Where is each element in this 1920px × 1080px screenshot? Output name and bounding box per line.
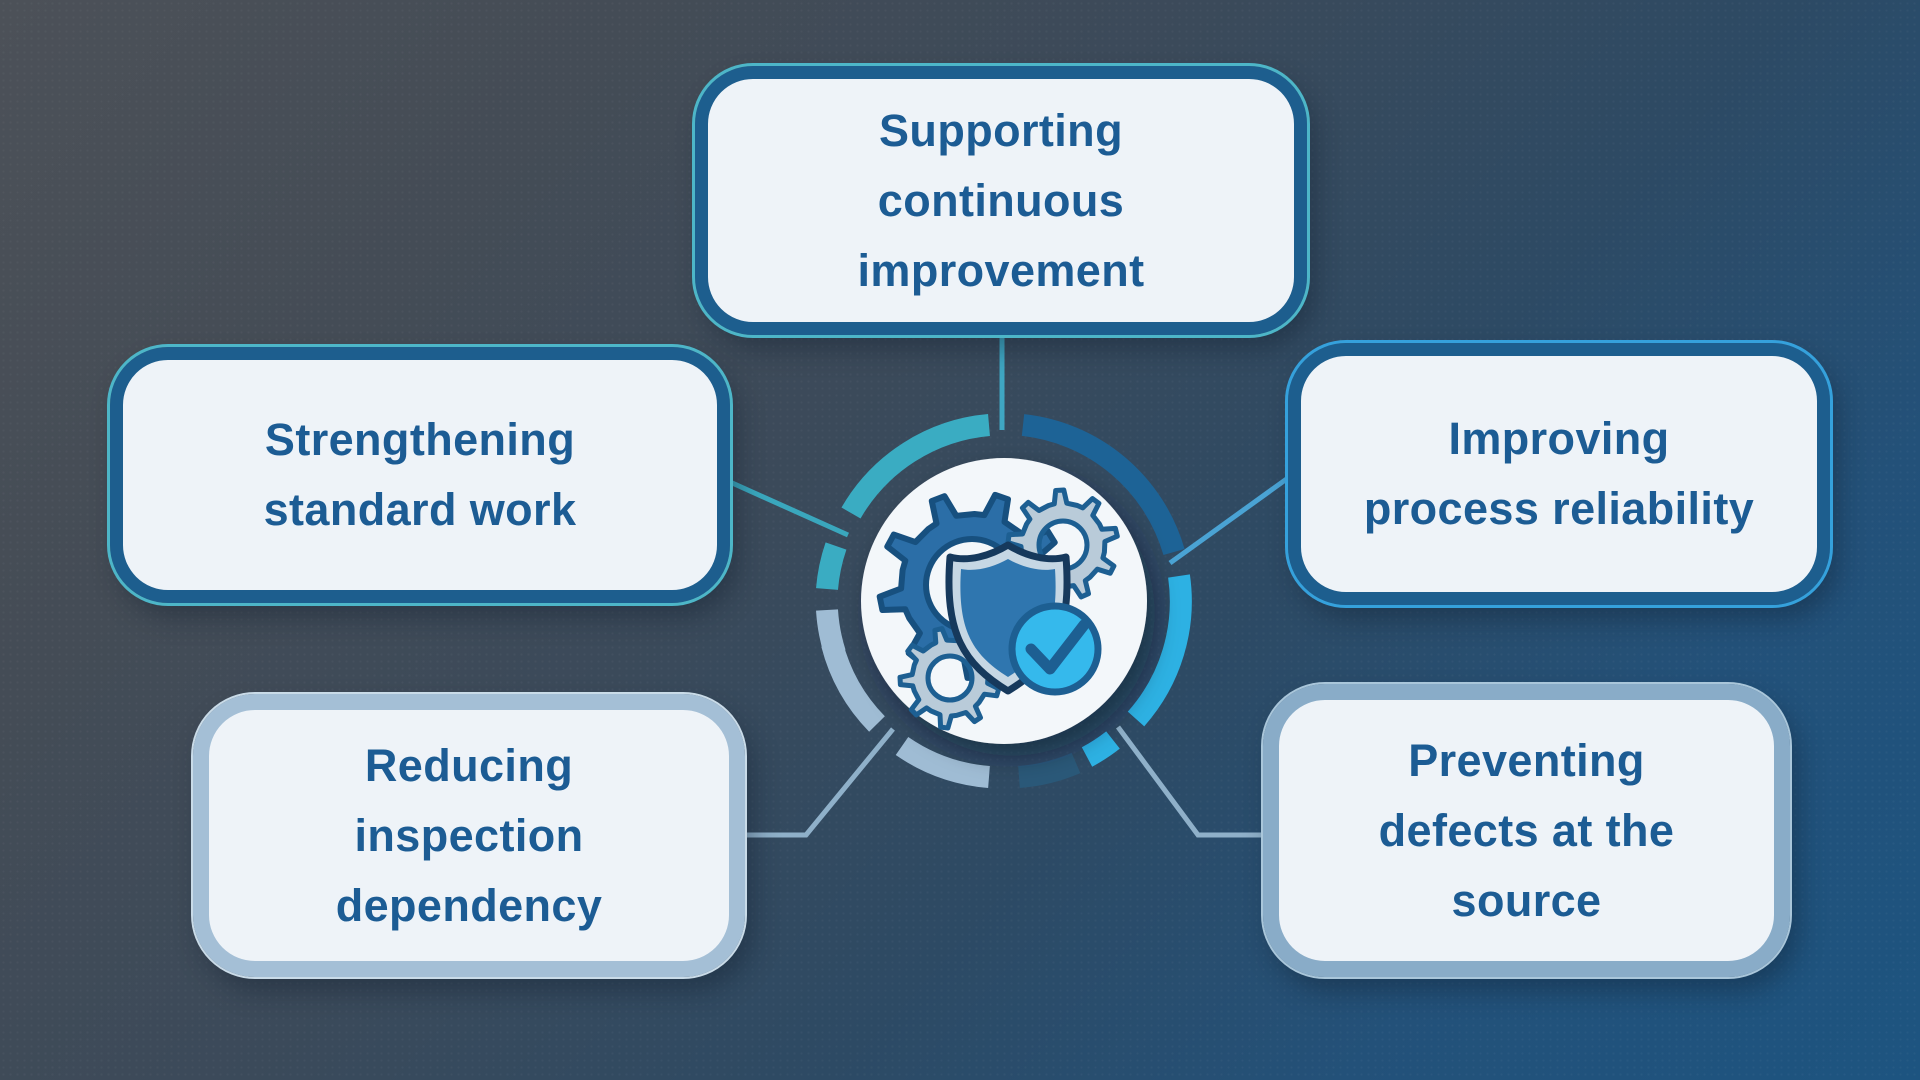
node-improving-process-reliability: Improving process reliability xyxy=(1285,340,1833,608)
node-label-line: defects at the xyxy=(1378,804,1675,856)
connector-lines xyxy=(728,336,1290,838)
node-reducing-inspection-dependency: Reducing inspection dependency xyxy=(191,692,747,979)
ring-segment-dark-small xyxy=(1017,752,1081,788)
node-label-line: Preventing xyxy=(1408,734,1645,786)
connector-upper-right xyxy=(1168,475,1290,566)
ring-segment-steel-bottomleft xyxy=(821,641,886,732)
hub-ring xyxy=(816,414,1192,788)
ring-segment-darkblue-topright xyxy=(1021,414,1185,556)
ring-segment-cyan-small xyxy=(1081,731,1120,767)
node-label-line: Reducing xyxy=(364,739,574,791)
ring-segment-teal-topleft xyxy=(841,414,991,519)
ring-segment-steel-bottom xyxy=(895,736,991,788)
node-label-line: improvement xyxy=(857,244,1145,296)
node-label-line: inspection xyxy=(354,809,584,861)
node-label-line: Supporting xyxy=(879,104,1123,156)
node-label-line: source xyxy=(1451,874,1602,926)
node-label-line: continuous xyxy=(877,174,1125,226)
check-circle-icon xyxy=(1008,602,1102,696)
node-label-line: Strengthening xyxy=(264,414,576,465)
node-supporting-continuous-improvement: Supporting continuous improvement xyxy=(692,63,1310,338)
quality-shield-gears-check-icon xyxy=(876,487,1120,731)
node-label-line: dependency xyxy=(335,879,603,931)
connector-lower-right xyxy=(1115,725,1261,838)
checkmark-icon xyxy=(1025,619,1090,675)
ring-segment-teal-sliver xyxy=(816,542,847,591)
node-label-line: process reliability xyxy=(1363,483,1755,534)
connector-upper-left xyxy=(728,479,850,538)
node-strengthening-standard-work: Strengthening standard work xyxy=(107,344,733,606)
node-label-line: standard work xyxy=(263,484,577,535)
ring-segment-cyan-right xyxy=(1127,574,1192,727)
connector-lower-left xyxy=(745,727,895,838)
node-label-line: Improving xyxy=(1448,413,1670,464)
node-preventing-defects-at-source: Preventing defects at the source xyxy=(1261,682,1792,979)
